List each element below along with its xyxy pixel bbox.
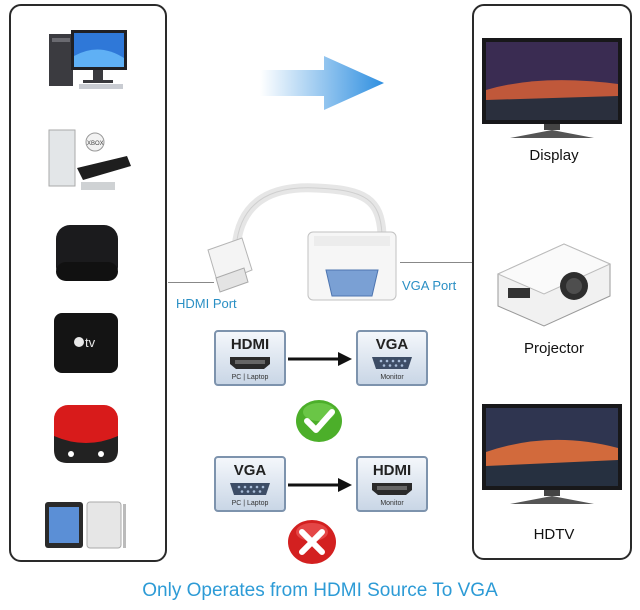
hdmi-source-chip: HDMI PC | Laptop bbox=[214, 330, 286, 386]
hdtv-label: HDTV bbox=[533, 526, 575, 543]
chip-subtitle: PC | Laptop bbox=[231, 374, 269, 381]
display-monitor-icon bbox=[482, 38, 622, 138]
vga-port-icon bbox=[230, 483, 270, 495]
hdtv-icon bbox=[482, 404, 622, 504]
footer-caption: Only Operates from HDMI Source To VGA bbox=[142, 580, 498, 601]
projector-icon bbox=[496, 243, 612, 327]
tablet-icon bbox=[45, 501, 126, 549]
chip-title: VGA bbox=[375, 336, 409, 353]
direction-arrow-icon bbox=[260, 56, 384, 110]
game-console-icon: XBOX bbox=[48, 129, 131, 190]
arrow-right-icon bbox=[288, 352, 352, 366]
display-label: Display bbox=[529, 147, 579, 164]
projector-label: Projector bbox=[523, 340, 585, 357]
vga-target-chip: VGA Monitor bbox=[356, 330, 428, 386]
chip-subtitle: PC | Laptop bbox=[231, 500, 269, 507]
vga-port-label: VGA Port bbox=[402, 278, 457, 293]
chip-title: HDMI bbox=[372, 462, 412, 479]
hdmi-port-icon bbox=[372, 483, 412, 495]
hdmi-port-icon bbox=[230, 357, 270, 369]
output-devices-panel: Display Projector HDTV bbox=[472, 4, 632, 560]
check-icon bbox=[296, 400, 342, 442]
hdmi-target-chip: HDMI Monitor bbox=[356, 456, 428, 512]
chip-subtitle: Monitor bbox=[380, 374, 404, 381]
hdmi-vga-adapter-icon bbox=[207, 183, 397, 301]
vga-source-chip: VGA PC | Laptop bbox=[214, 456, 286, 512]
source-devices-panel: XBOX tv bbox=[9, 4, 167, 562]
vga-port-icon bbox=[372, 357, 412, 369]
right-connector-line bbox=[400, 262, 472, 263]
desktop-pc-icon bbox=[49, 30, 127, 89]
svg-text:XBOX: XBOX bbox=[87, 141, 104, 147]
left-connector-line bbox=[168, 282, 214, 283]
red-media-box-icon bbox=[54, 405, 118, 463]
chip-title: VGA bbox=[233, 462, 267, 479]
chip-title: HDMI bbox=[230, 336, 270, 353]
cross-icon bbox=[288, 520, 336, 564]
tv-box-icon bbox=[56, 225, 118, 281]
arrow-right-icon bbox=[288, 478, 352, 492]
apple-tv-icon: tv bbox=[54, 313, 118, 373]
hdmi-port-label: HDMI Port bbox=[176, 296, 237, 311]
svg-text:tv: tv bbox=[85, 335, 96, 350]
chip-subtitle: Monitor bbox=[380, 500, 404, 507]
